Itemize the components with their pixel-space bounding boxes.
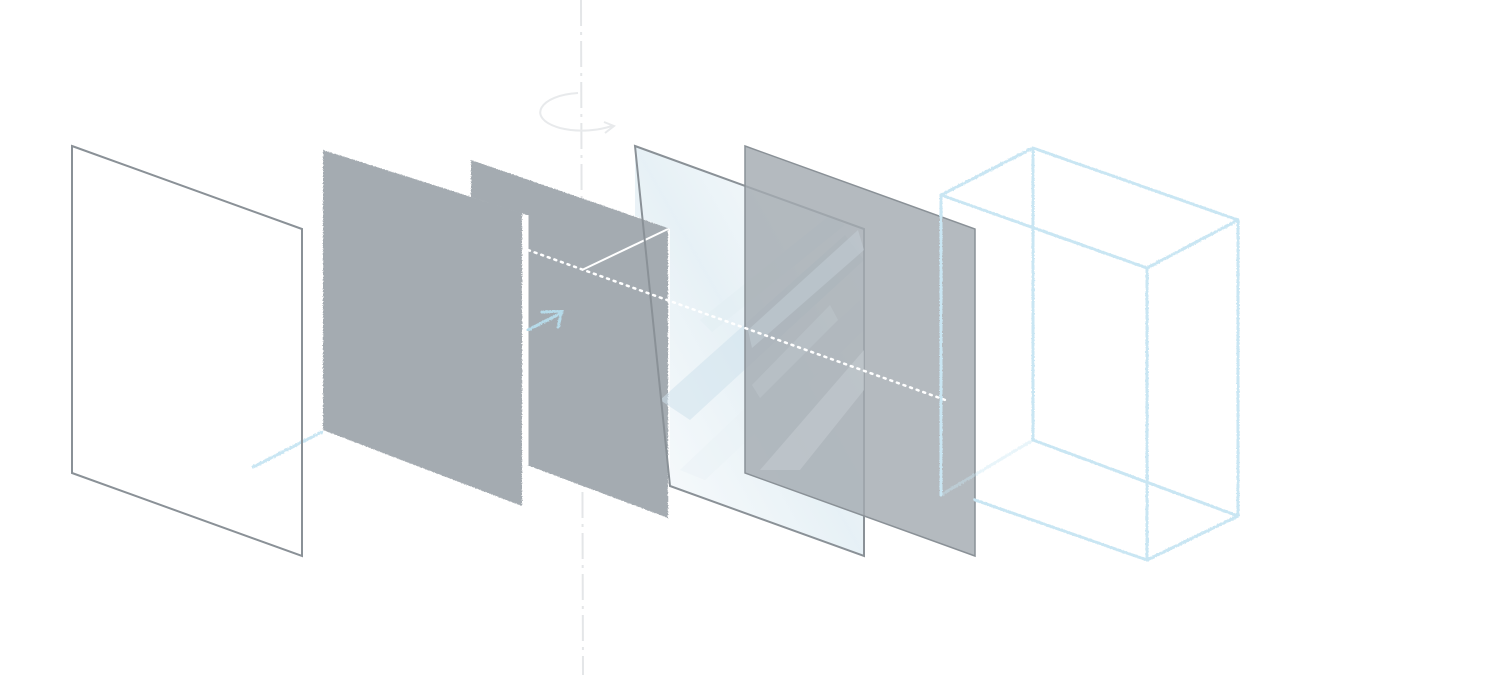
outline-panel xyxy=(72,146,302,556)
rotation-arrow-icon xyxy=(540,93,614,133)
depth-guide-stroke xyxy=(253,432,322,467)
wireframe-box xyxy=(941,148,1238,560)
